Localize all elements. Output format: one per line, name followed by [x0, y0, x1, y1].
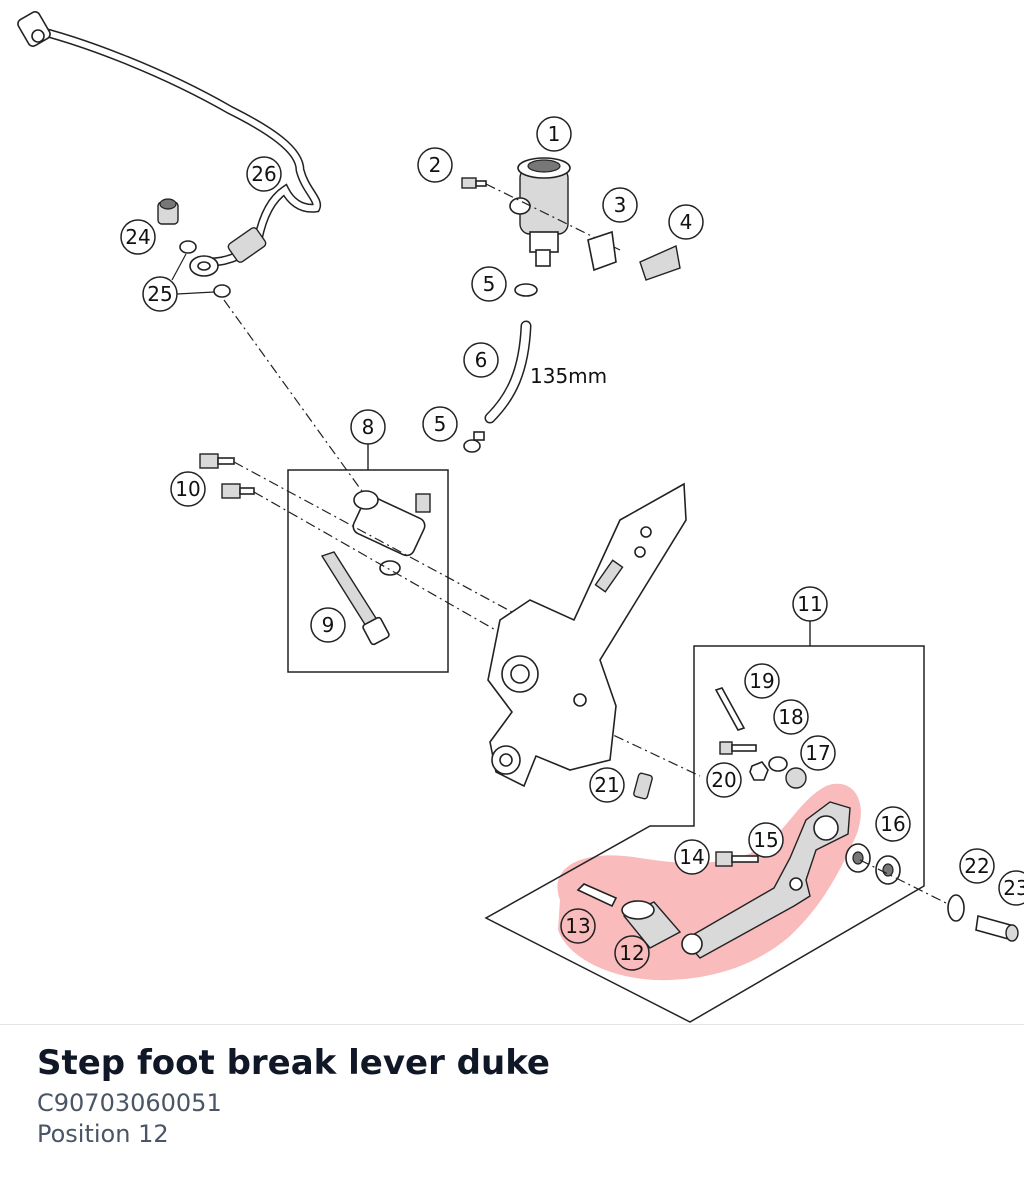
lever-bushings — [845, 843, 901, 885]
foot-peg-rubber — [621, 900, 682, 949]
banjo-bolt — [157, 198, 179, 225]
piston-boot — [320, 551, 390, 646]
callout-circle-13 — [560, 908, 596, 944]
callout-label-21: 21 — [594, 773, 619, 797]
callout-label-26: 26 — [251, 162, 276, 186]
clevis — [768, 756, 807, 789]
callout-leader-25b — [176, 291, 215, 295]
callout-label-24: 24 — [125, 225, 150, 249]
callout-circle-10 — [170, 471, 206, 507]
part-position: Position 12 — [37, 1120, 169, 1148]
brake-lever — [681, 801, 851, 959]
brake-fluid-reservoir — [509, 157, 571, 267]
circlip — [947, 894, 965, 922]
seal-rings — [179, 240, 231, 298]
callout-circle-1 — [536, 116, 572, 152]
reservoir-bracket — [587, 230, 617, 272]
brake-hose — [17, 11, 322, 277]
callout-group: 1234556891011121314151617181920212223242… — [120, 116, 1024, 971]
callout-circle-20 — [706, 762, 742, 798]
callout-circle-9 — [310, 607, 346, 643]
callout-label-18: 18 — [778, 705, 803, 729]
callout-label-5: 5 — [434, 412, 447, 436]
callout-label-8: 8 — [362, 415, 375, 439]
callout-label-3: 3 — [614, 193, 627, 217]
callout-label-19: 19 — [749, 669, 774, 693]
callout-leader-25 — [171, 253, 187, 281]
callout-circle-17 — [800, 735, 836, 771]
callout-circle-22 — [959, 848, 995, 884]
brake-lever-group-box — [484, 645, 925, 1023]
callout-circle-12 — [614, 935, 650, 971]
part-info-panel: Step foot break lever duke C90703060051 … — [0, 1024, 1024, 1177]
callout-circle-5 — [422, 406, 458, 442]
callout-label-17: 17 — [805, 741, 830, 765]
callout-circle-4 — [668, 204, 704, 240]
callout-circle-2 — [417, 147, 453, 183]
callout-label-9: 9 — [322, 613, 335, 637]
callout-circle-26 — [246, 156, 282, 192]
callout-circle-19 — [744, 663, 780, 699]
callout-label-2: 2 — [429, 153, 442, 177]
callout-label-12: 12 — [619, 941, 644, 965]
callout-circle-8 — [350, 409, 386, 445]
part-number: C90703060051 — [37, 1089, 222, 1117]
callout-circle-24 — [120, 219, 156, 255]
callout-label-14: 14 — [679, 845, 704, 869]
callout-circle-5 — [471, 266, 507, 302]
callout-label-23: 23 — [1003, 876, 1024, 900]
lever-screw — [715, 851, 759, 867]
pivot-bolt — [975, 914, 1019, 942]
callout-label-6: 6 — [475, 348, 488, 372]
callout-circle-15 — [748, 822, 784, 858]
callout-label-15: 15 — [753, 828, 778, 852]
lock-nut — [749, 761, 769, 781]
part-title: Step foot break lever duke — [37, 1043, 550, 1083]
callout-circle-21 — [589, 767, 625, 803]
hose-clamp-upper — [514, 283, 538, 297]
callout-circle-3 — [602, 187, 638, 223]
hose-clip-set — [639, 244, 681, 281]
mounting-bolts — [199, 453, 255, 499]
callout-label-4: 4 — [680, 210, 693, 234]
hose-clamp-lower — [463, 431, 485, 453]
callout-label-13: 13 — [565, 914, 590, 938]
callout-circle-6 — [463, 342, 499, 378]
callout-label-20: 20 — [711, 768, 736, 792]
callout-label-10: 10 — [175, 477, 200, 501]
lever-pin — [714, 687, 746, 731]
callout-circle-14 — [674, 839, 710, 875]
callout-circle-18 — [773, 699, 809, 735]
diagram-svg: 135mm 1234556891011121314151617181920212… — [17, 11, 1024, 1023]
hose-length-label: 135mm — [530, 364, 607, 388]
foot-peg-pin — [576, 883, 618, 908]
highlight-region — [557, 783, 861, 981]
callout-circle-16 — [875, 806, 911, 842]
callout-label-1: 1 — [548, 122, 561, 146]
reservoir-screw — [461, 177, 487, 189]
master-cylinder — [352, 490, 431, 576]
callout-label-25: 25 — [147, 282, 172, 306]
callout-label-11: 11 — [797, 592, 822, 616]
callout-label-16: 16 — [880, 812, 905, 836]
clevis-bolt — [719, 741, 757, 755]
reservoir-hose — [484, 320, 532, 424]
callout-label-22: 22 — [964, 854, 989, 878]
callout-label-5: 5 — [483, 272, 496, 296]
callout-circle-11 — [792, 586, 828, 622]
return-spring — [633, 772, 653, 800]
footrest-bracket — [487, 482, 687, 788]
callout-circle-23 — [998, 870, 1024, 906]
